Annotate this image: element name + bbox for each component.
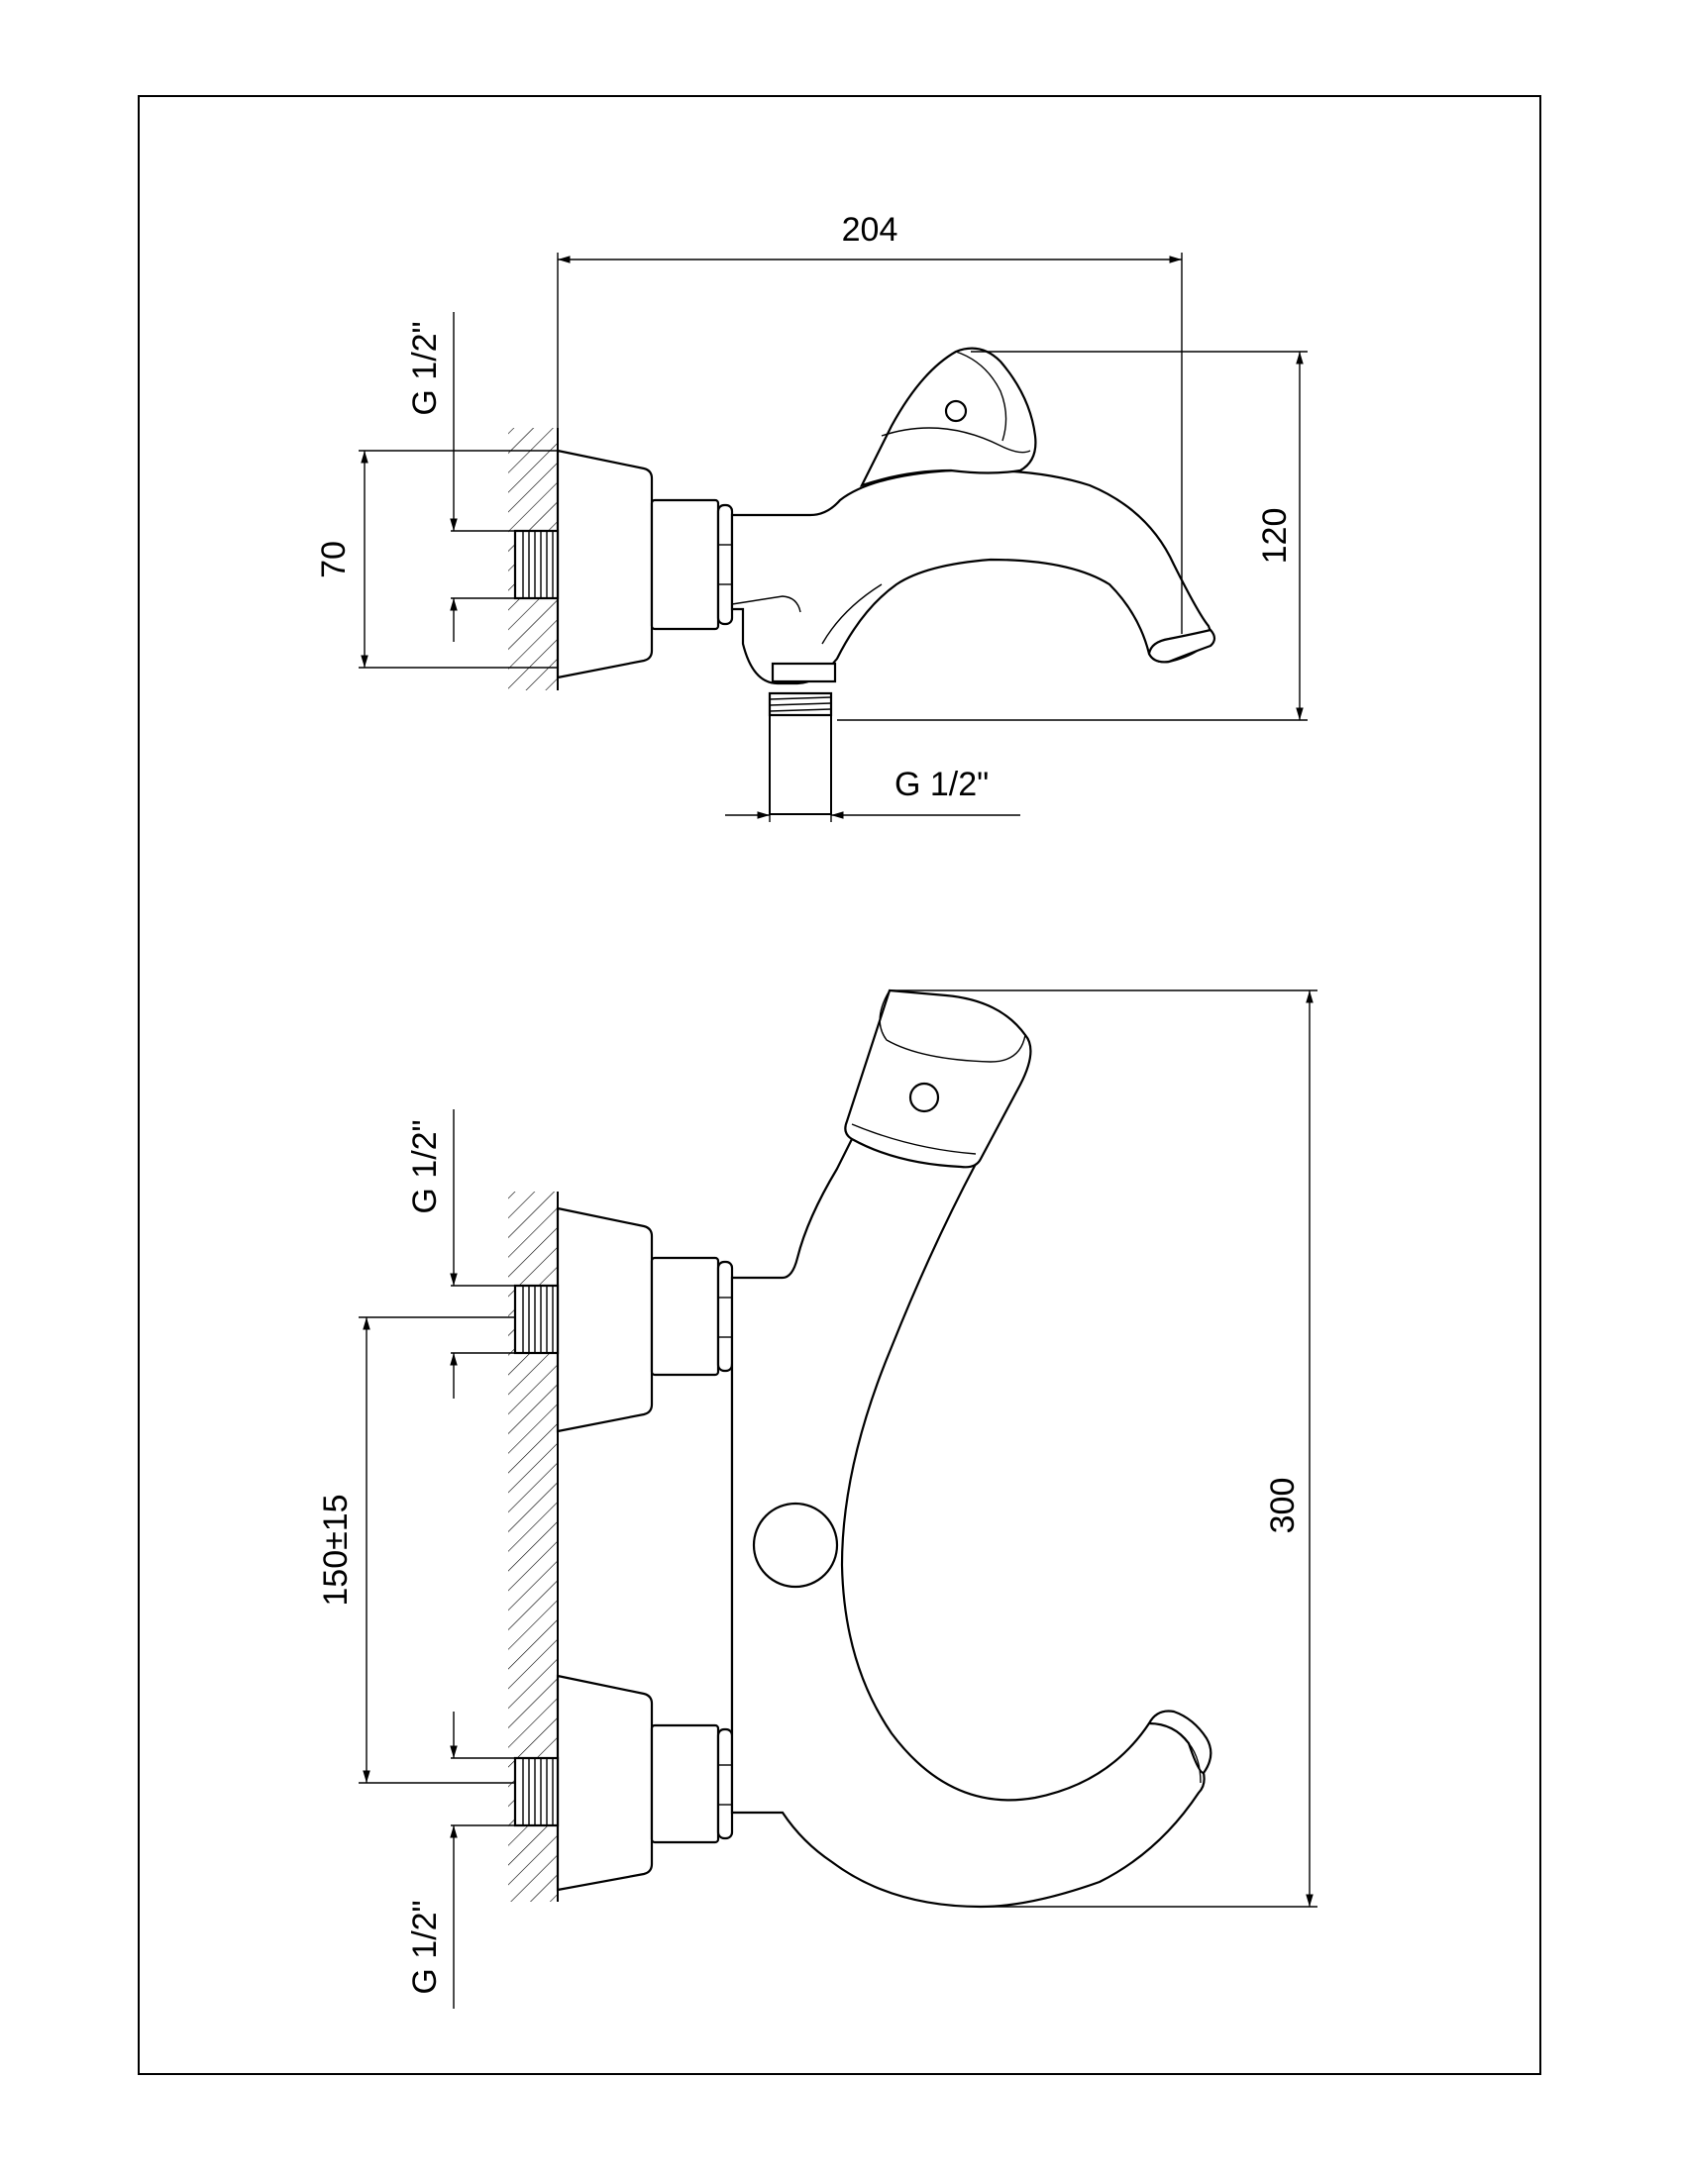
connector-nut-lower — [650, 1723, 720, 1844]
diverter-knob[interactable] — [752, 1502, 839, 1589]
handle-indicator-front — [908, 1082, 940, 1113]
inlet-thread-top — [513, 529, 560, 600]
top-view: 204 120 70 G 1/2" G 1/2" — [315, 211, 1308, 822]
dim-wall-70: 70 — [315, 541, 353, 578]
inlet-thread-label-top: G 1/2" — [406, 321, 444, 415]
rosette-top — [556, 449, 654, 679]
front-view: 300 150±15 G 1/2" G 1/2" — [317, 988, 1317, 2009]
outlet-thread-label-top: G 1/2" — [895, 766, 989, 803]
drawing-frame — [138, 95, 1541, 2075]
outlet-nut-top — [771, 662, 837, 683]
inlet-thread-label-upper: G 1/2" — [406, 1119, 444, 1213]
dim-centers-150: 150±15 — [317, 1494, 355, 1606]
rosette-lower — [556, 1674, 654, 1892]
inlet-thread-lower — [513, 1756, 560, 1827]
handle-indicator-top — [944, 399, 968, 423]
connector-nut-upper — [650, 1256, 720, 1377]
lever-handle-front — [844, 988, 1032, 1169]
connector-nut-top — [650, 498, 720, 631]
dim-width-204: 204 — [842, 211, 898, 249]
dim-height-300: 300 — [1264, 1478, 1302, 1534]
inlet-thread-label-lower: G 1/2" — [406, 1900, 444, 1994]
mixer-body-top — [730, 468, 1213, 685]
outlet-thread-top — [768, 691, 833, 815]
dim-height-120: 120 — [1256, 508, 1294, 565]
spout-tip-front — [1147, 1710, 1212, 1775]
inlet-thread-upper — [513, 1284, 560, 1355]
rosette-upper — [556, 1206, 654, 1433]
